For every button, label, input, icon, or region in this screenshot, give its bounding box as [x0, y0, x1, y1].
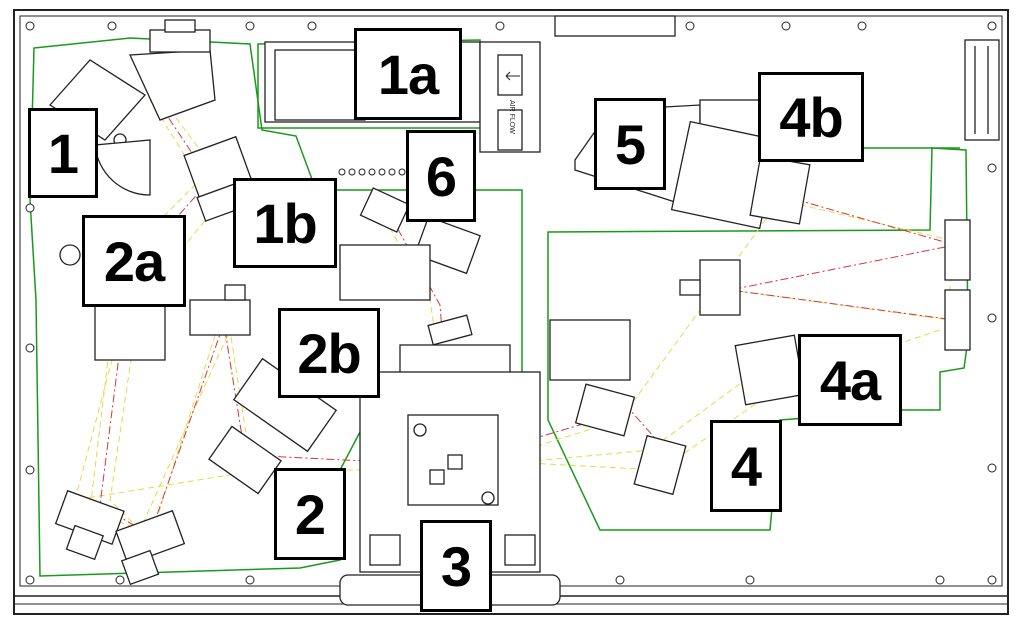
label-4a: 4a [798, 334, 902, 426]
label-6: 6 [406, 130, 476, 222]
mounting-screws [25, 21, 997, 585]
label-1: 1 [28, 108, 98, 198]
board-pins [338, 168, 406, 176]
label-4: 4 [710, 420, 782, 512]
label-4b: 4b [758, 72, 864, 162]
label-3: 3 [420, 520, 492, 612]
label-2a: 2a [82, 215, 186, 307]
label-2b: 2b [278, 308, 380, 398]
label-1b: 1b [233, 178, 337, 268]
label-1a: 1a [354, 28, 462, 120]
airflow-text: AIR FLOW [508, 100, 515, 134]
label-2: 2 [274, 468, 346, 560]
label-5: 5 [594, 98, 666, 190]
airflow-arrow [505, 71, 520, 81]
